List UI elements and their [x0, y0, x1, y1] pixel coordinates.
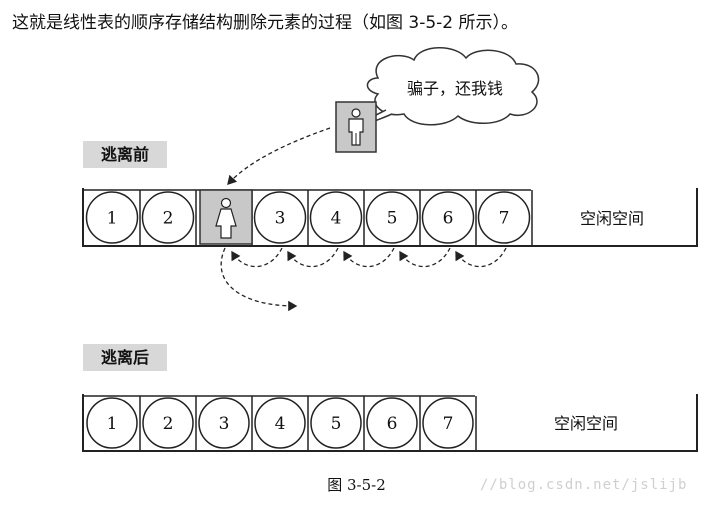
after-element-circle: [198, 397, 250, 449]
before-element-label: 7: [499, 209, 510, 229]
watermark: //blog.csdn.net/jslijb: [480, 477, 688, 493]
after-element-circle: [254, 397, 306, 449]
before-element-circle: [421, 191, 475, 244]
before-element-label: 1: [107, 209, 118, 229]
after-free-space: 空闲空间: [554, 414, 618, 433]
man-icon: [335, 101, 377, 153]
before-element-circle: [141, 191, 195, 244]
before-element-circle: [253, 191, 307, 244]
before-element-label: 3: [275, 209, 286, 229]
before-element-label: 4: [331, 209, 342, 229]
after-element-label: 7: [443, 414, 454, 434]
escape-arrow: [227, 127, 331, 185]
before-array: 1 2 3 4 5 6 7 空闲空间: [82, 188, 698, 247]
before-label-box: [83, 141, 167, 168]
figure-caption: 图 3-5-2: [327, 476, 386, 494]
after-label-box: [83, 344, 167, 371]
before-element-label: 6: [443, 209, 454, 229]
after-element-label: 3: [219, 414, 230, 434]
before-element-label: 2: [163, 209, 174, 229]
before-element-circle: [365, 191, 419, 244]
after-element-label: 5: [331, 414, 342, 434]
after-label: 逃离后: [101, 348, 149, 367]
before-label: 逃离前: [101, 145, 149, 164]
woman-icon: [199, 189, 253, 245]
after-element-circle: [422, 397, 474, 449]
after-element-label: 4: [275, 414, 286, 434]
before-element-circle: [85, 191, 139, 244]
after-array: 1 2 3 4 5 6 7 空闲空间: [82, 394, 698, 452]
after-element-label: 1: [107, 414, 118, 434]
after-element-label: 2: [163, 414, 174, 434]
speech-bubble-text: 骗子，还我钱: [407, 79, 503, 98]
before-element-label: 5: [387, 209, 398, 229]
after-element-circle: [86, 397, 138, 449]
shift-arrows: [220, 247, 507, 312]
after-element-circle: [310, 397, 362, 449]
intro-text: 这就是线性表的顺序存储结构删除元素的过程（如图 3-5-2 所示）。: [12, 13, 519, 33]
before-element-circle: [309, 191, 363, 244]
speech-bubble: 骗子，还我钱: [357, 47, 540, 126]
before-free-space: 空闲空间: [580, 209, 644, 228]
after-element-circle: [142, 397, 194, 449]
before-element-circle: [477, 191, 531, 244]
after-element-circle: [366, 397, 418, 449]
after-element-label: 6: [387, 414, 398, 434]
